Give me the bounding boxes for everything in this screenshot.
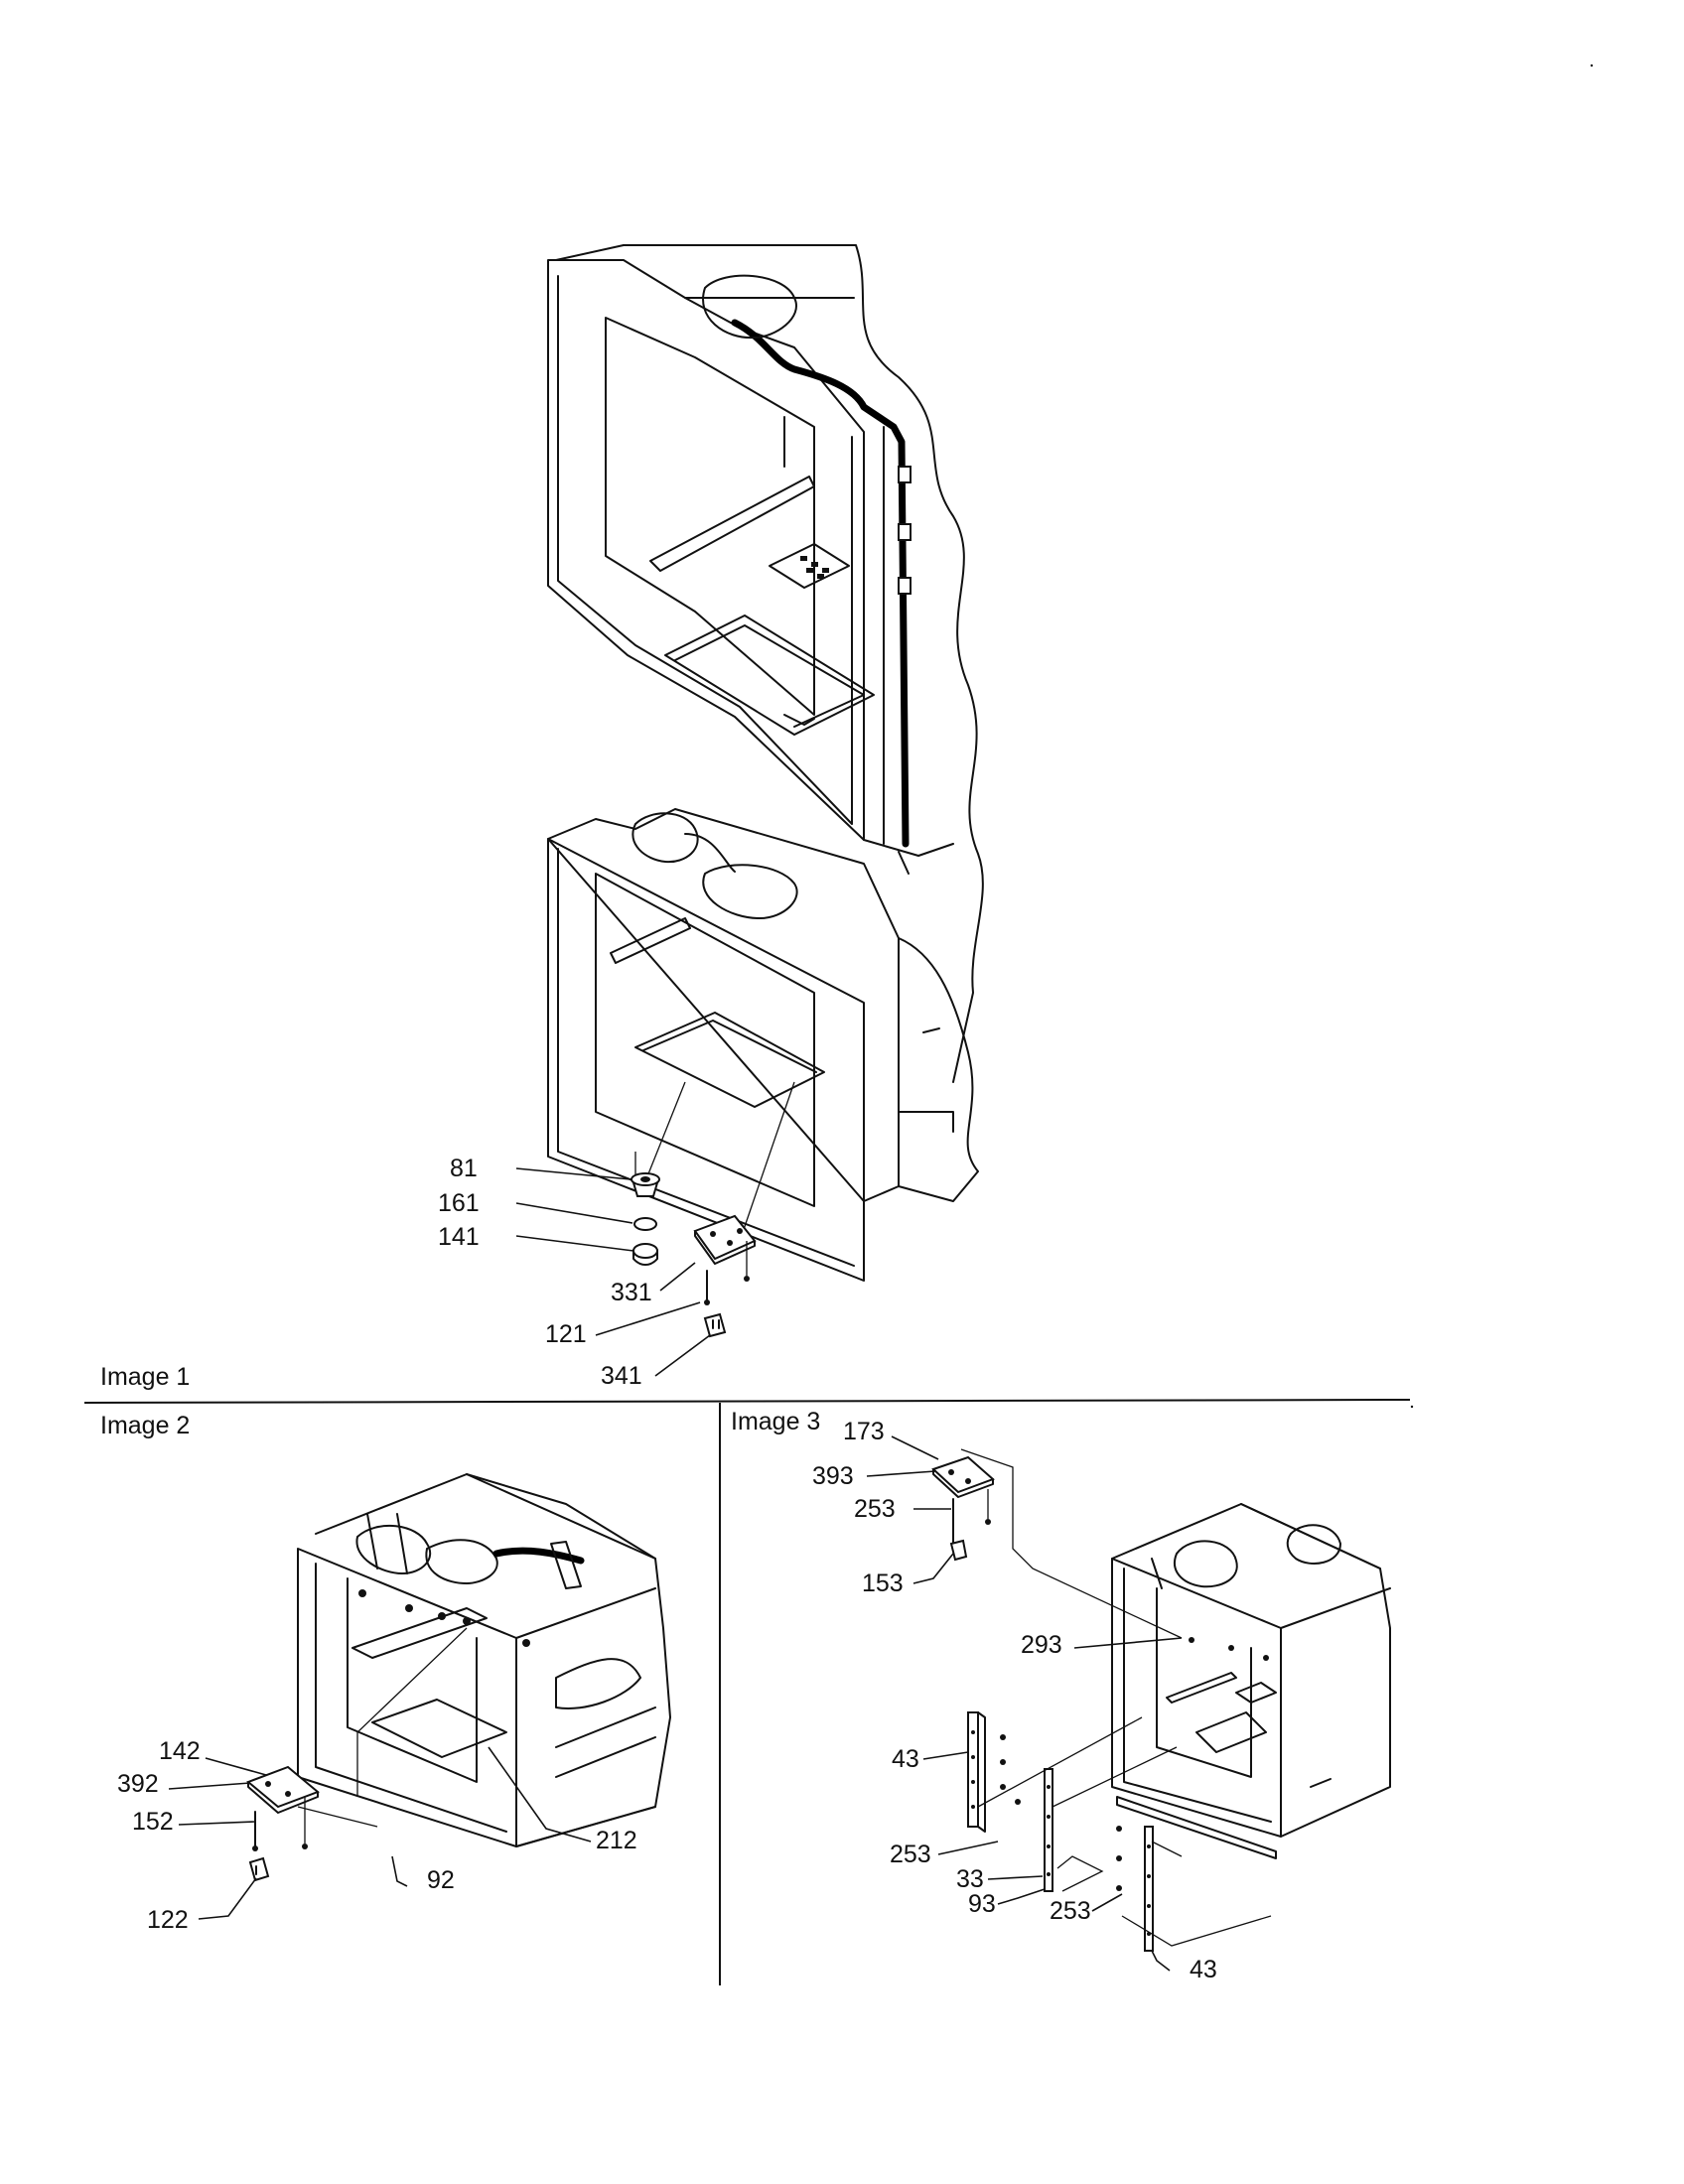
callout-173: 173 xyxy=(843,1418,885,1445)
callout-92: 92 xyxy=(427,1866,455,1894)
callout-152: 152 xyxy=(132,1808,174,1836)
image2-drawing xyxy=(168,1473,671,1920)
callout-43b: 43 xyxy=(1190,1956,1217,1983)
part-141-grommet xyxy=(632,1243,658,1266)
callout-393: 393 xyxy=(812,1462,854,1490)
upper-vent-grille xyxy=(769,543,850,589)
part-153-connector xyxy=(949,1539,968,1562)
callout-253: 253 xyxy=(854,1495,896,1523)
callout-121: 121 xyxy=(545,1320,587,1348)
part-392-bracket xyxy=(246,1765,320,1814)
callout-93: 93 xyxy=(968,1890,996,1918)
scan-mark xyxy=(1590,64,1594,68)
image1-drawing xyxy=(515,244,984,1377)
callout-33: 33 xyxy=(956,1865,984,1893)
scan-mark xyxy=(1410,1405,1414,1409)
part-393-bracket xyxy=(931,1455,995,1498)
part-341-connector xyxy=(703,1312,727,1338)
part-122-connector xyxy=(248,1856,270,1882)
caption-image-3: Image 3 xyxy=(731,1408,820,1435)
part-152-screw xyxy=(252,1811,258,1851)
callout-341: 341 xyxy=(601,1362,642,1390)
caption-image-2: Image 2 xyxy=(100,1412,190,1439)
part-331-bracket xyxy=(693,1214,757,1265)
part-43-rail-left xyxy=(967,1711,986,1833)
callout-293: 293 xyxy=(1021,1631,1062,1659)
callout-142: 142 xyxy=(159,1737,201,1765)
callout-253b: 253 xyxy=(890,1841,931,1868)
callout-122: 122 xyxy=(147,1906,189,1934)
caption-image-1: Image 1 xyxy=(100,1363,190,1391)
callout-253c: 253 xyxy=(1050,1897,1091,1925)
callout-392: 392 xyxy=(117,1770,159,1798)
callout-141: 141 xyxy=(438,1223,480,1251)
divider-horizontal xyxy=(83,1399,1411,1404)
callout-43: 43 xyxy=(892,1745,919,1773)
part-121-screw xyxy=(704,1270,710,1305)
callout-331: 331 xyxy=(611,1279,652,1306)
part-43-rail-right xyxy=(1144,1826,1154,1952)
image3-drawing xyxy=(866,1435,1391,1972)
callout-161: 161 xyxy=(438,1189,480,1217)
callout-212: 212 xyxy=(596,1827,637,1854)
part-161-ring xyxy=(633,1217,657,1231)
part-81-fitting xyxy=(631,1172,660,1197)
callout-81: 81 xyxy=(450,1155,478,1182)
part-33-rail xyxy=(1044,1768,1053,1892)
callout-153: 153 xyxy=(862,1570,904,1597)
